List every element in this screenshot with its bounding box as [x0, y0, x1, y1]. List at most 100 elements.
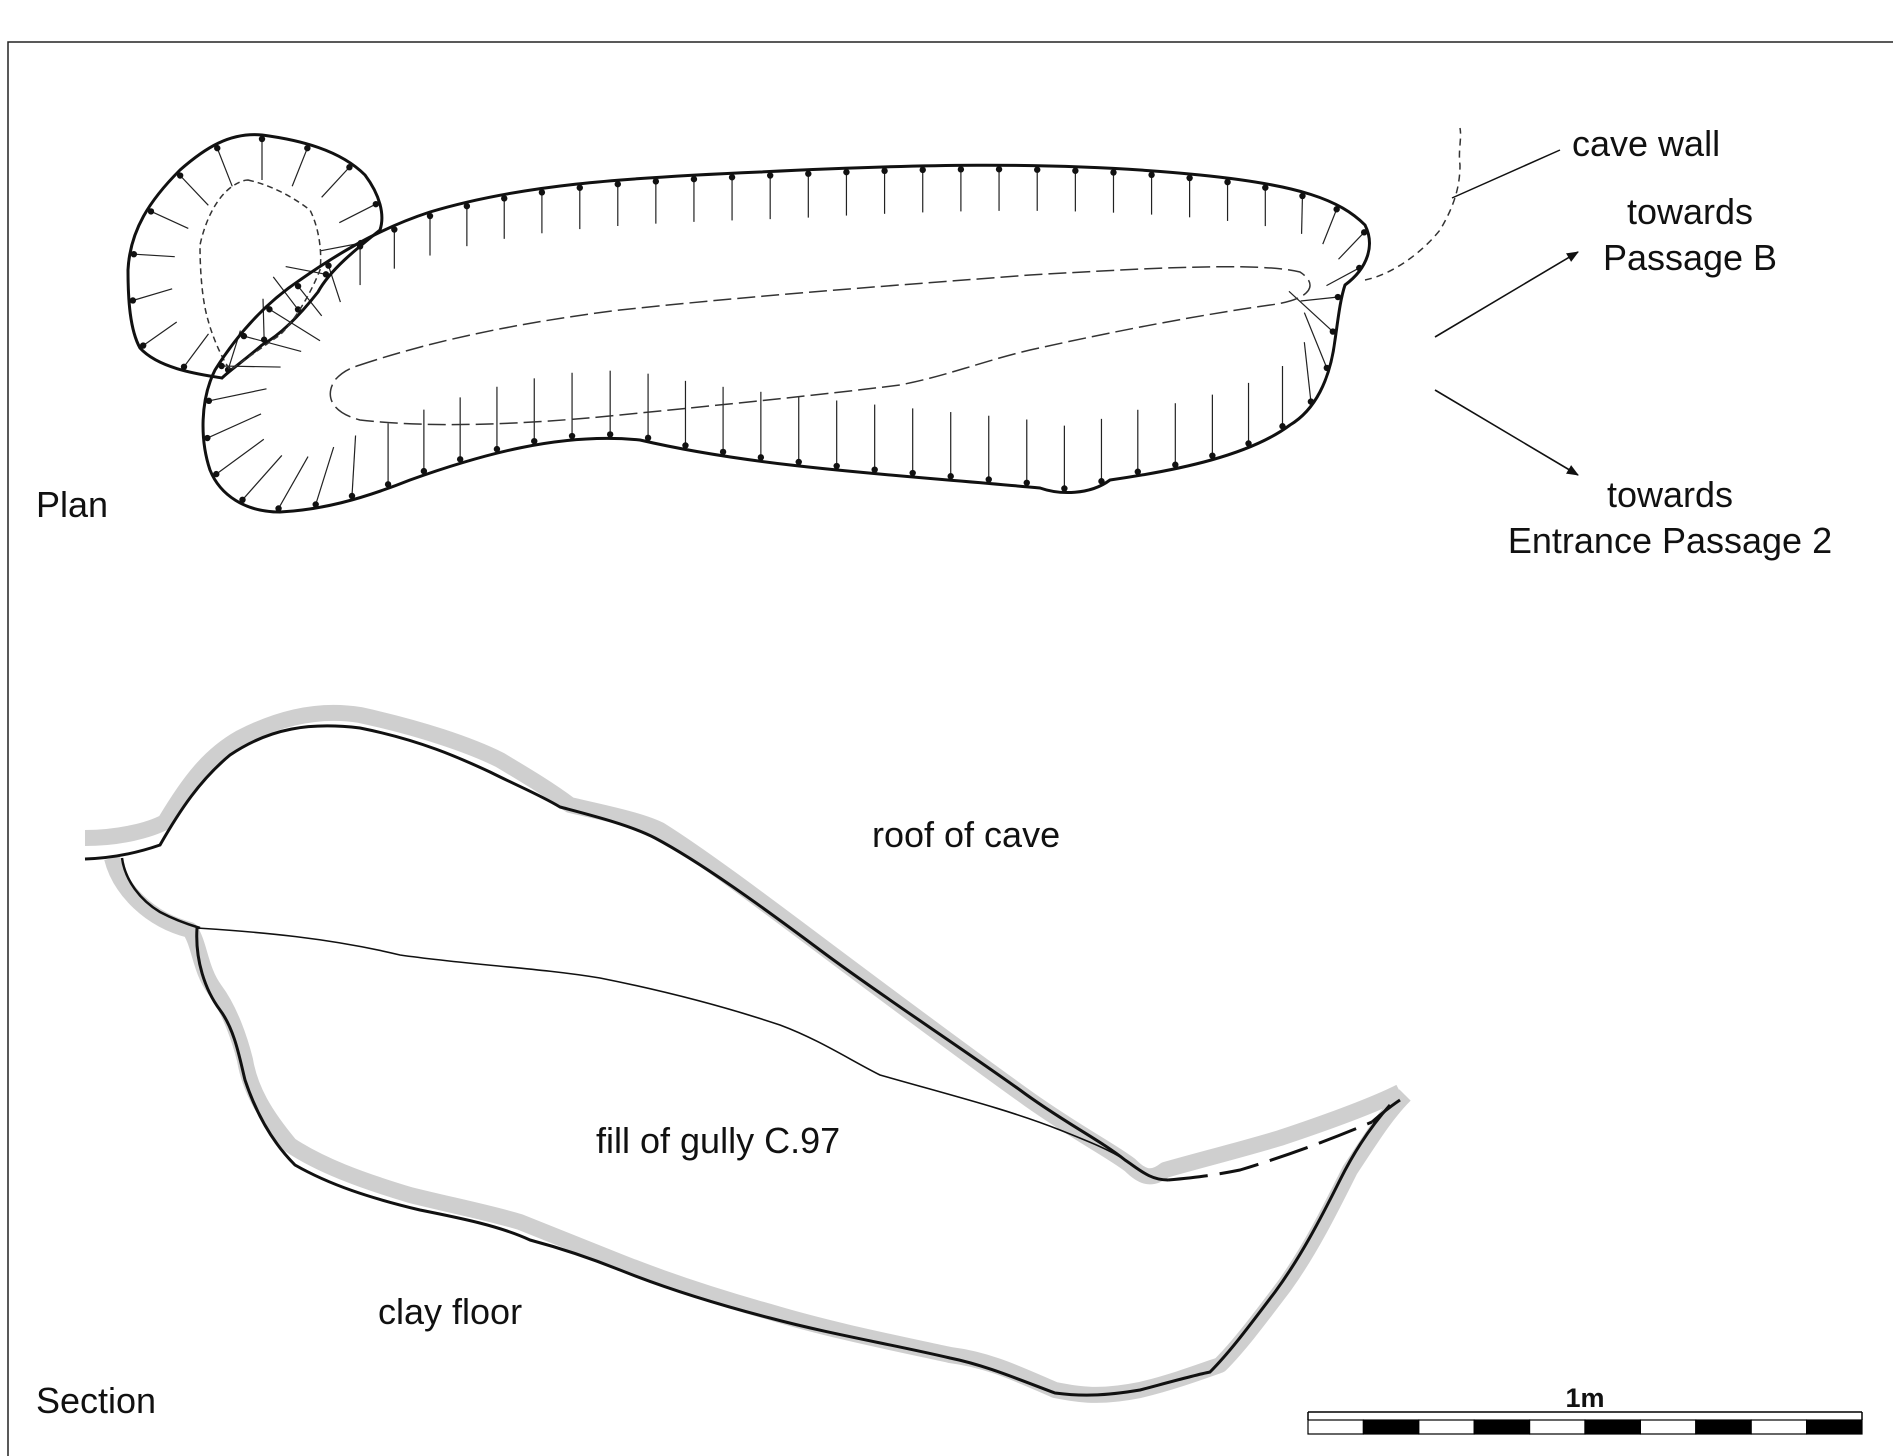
section-right-wall: [1371, 1098, 1401, 1124]
hachure-line: [203, 413, 262, 441]
hachure-tick-mark: [312, 501, 319, 508]
hachure-line: [1303, 312, 1329, 372]
hachure-tick-mark: [348, 492, 356, 500]
hachure-tick-mark: [1360, 229, 1368, 236]
hachure-line: [204, 388, 267, 403]
hachure-tick-mark: [690, 175, 698, 183]
hachure-tick-mark: [239, 496, 246, 504]
hachure-tick-mark: [1333, 206, 1340, 213]
hachure-tick-mark: [384, 481, 392, 488]
hachure-tick-mark: [881, 167, 888, 175]
hachure-line: [272, 276, 301, 314]
hachure-tick-mark: [1148, 171, 1155, 179]
hachure-tick-mark: [147, 208, 155, 215]
section-clay-floor-line: [195, 927, 1392, 1397]
hachure-tick-mark: [728, 174, 736, 181]
plan-passage-outline: [201, 163, 1371, 514]
hachure-tick-mark: [568, 432, 576, 440]
hachure-tick-mark: [275, 505, 282, 512]
hachure-tick-mark: [805, 170, 812, 177]
label-cave-wall: cave wall: [1572, 123, 1720, 164]
hachure-line: [339, 201, 380, 224]
hachure-tick-mark: [985, 476, 992, 483]
hachure-tick-mark: [1209, 452, 1216, 459]
plan-chamber-inner-edge: [199, 179, 322, 372]
hachure-tick-mark: [294, 282, 302, 290]
hachure-tick-mark: [372, 200, 380, 208]
hachure-line: [239, 455, 283, 504]
hachure-tick-mark: [1245, 440, 1252, 447]
hachure-tick-mark: [1186, 174, 1193, 182]
hachure-tick-mark: [1034, 166, 1041, 173]
hachure-tick-mark: [213, 470, 220, 478]
hachure-tick-mark: [304, 144, 311, 152]
hachure-tick-mark: [205, 397, 213, 405]
hachure-tick-mark: [1072, 167, 1079, 174]
scale-bar-segment: [1584, 1419, 1642, 1435]
hachure-tick-mark: [139, 342, 147, 349]
hachure-tick-mark: [995, 166, 1003, 173]
hachure-line: [291, 144, 310, 187]
hachure-tick-mark: [204, 434, 211, 442]
scale-bar: 1m: [1307, 1383, 1863, 1435]
arrow-to-entrance-2: [1434, 389, 1579, 476]
hachure-tick-mark: [1262, 184, 1269, 191]
hachure-tick-mark: [493, 445, 501, 453]
hachure-tick-mark: [606, 431, 614, 438]
hachure-tick-mark: [644, 434, 652, 442]
hachure-line: [313, 446, 335, 509]
hachure-line: [128, 288, 173, 303]
hachure-tick-mark: [919, 166, 926, 174]
plan-passage-floor-edge: [329, 265, 1311, 426]
scale-bar-segment: [1805, 1419, 1863, 1435]
hachure-tick-mark: [957, 166, 965, 173]
scale-bar-segment: [1695, 1419, 1752, 1435]
hachure-tick-mark: [1134, 468, 1141, 475]
hachure-tick-mark: [652, 178, 660, 185]
section-roof-line: [84, 724, 1169, 1182]
hachure-tick-mark: [129, 297, 137, 304]
hachure-tick-mark: [258, 135, 266, 143]
label-passage-b-line1: towards: [1627, 191, 1753, 232]
hachure-tick-mark: [176, 172, 184, 179]
hachure-tick-mark: [1110, 169, 1117, 176]
scale-bar-segment: [1473, 1419, 1531, 1435]
hachure-tick-mark: [871, 466, 878, 473]
hachure-tick-mark: [682, 442, 689, 449]
scale-bar-segment: [1362, 1419, 1420, 1435]
hachure-tick-mark: [947, 473, 954, 480]
hachure-tick-mark: [795, 458, 802, 466]
label-roof-of-cave: roof of cave: [872, 814, 1060, 855]
hachure-line: [285, 265, 330, 276]
roof-shading: [84, 704, 1404, 1185]
hachure-line: [262, 298, 265, 344]
hachure-tick-mark: [1334, 293, 1342, 301]
hachure-line: [351, 435, 357, 501]
plan-title: Plan: [36, 484, 108, 525]
section-left-wall-upper: [120, 857, 201, 930]
hachure-line: [265, 306, 321, 342]
hachure-tick-mark: [456, 456, 464, 463]
hachure-tick-mark: [346, 164, 353, 171]
hachure-line: [215, 144, 233, 187]
hachure-line: [321, 163, 353, 198]
arrow-to-passage-b: [1434, 251, 1579, 338]
hachure-tick-mark: [426, 212, 434, 220]
hachure-tick-mark: [1299, 192, 1306, 200]
label-entrance-2-line2: Entrance Passage 2: [1508, 520, 1832, 561]
hachure-tick-mark: [719, 448, 727, 456]
scale-bar-segment: [1307, 1419, 1365, 1435]
floor-shading: [104, 855, 1411, 1403]
hachure-line: [129, 253, 175, 258]
hachure-tick-mark: [531, 437, 538, 445]
hachure-tick-mark: [214, 144, 221, 152]
hachure-tick-mark: [909, 469, 916, 477]
hachure-tick-mark: [294, 306, 302, 313]
section-drawing: [84, 704, 1411, 1403]
scale-bar-segment: [1639, 1419, 1697, 1435]
hachure-tick-mark: [1023, 479, 1030, 486]
plan-drawing: [126, 127, 1579, 514]
hachure-tick-mark: [325, 262, 332, 269]
label-passage-b-line2: Passage B: [1603, 237, 1777, 278]
